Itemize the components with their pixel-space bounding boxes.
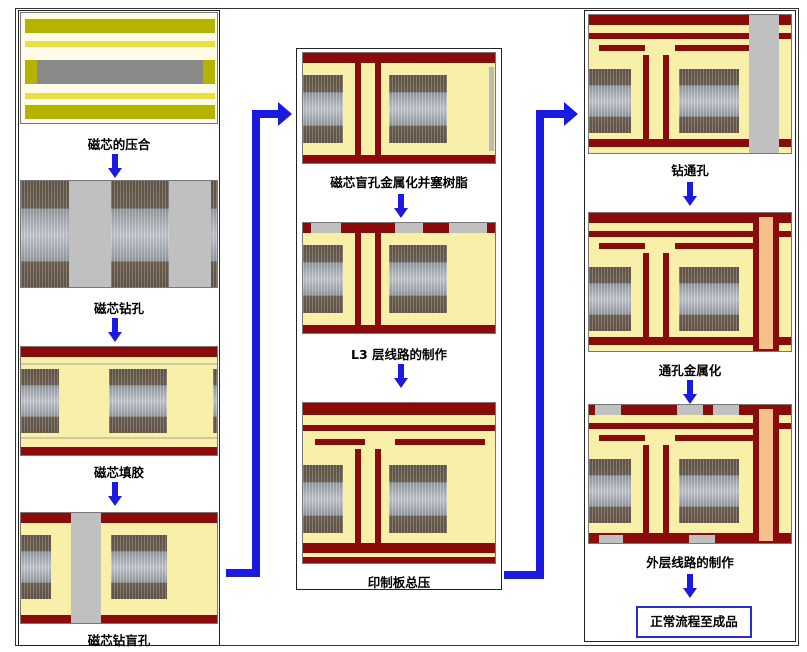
arrow-down-icon	[108, 154, 122, 178]
arrow-down-icon	[683, 574, 697, 598]
step-label-core-resin-fill: 磁芯填胶	[93, 465, 144, 480]
arrow-down-icon	[108, 318, 122, 342]
step-label-core-blind-drilling: 磁芯钻盲孔	[87, 633, 151, 648]
panel-final-lamination	[302, 402, 496, 564]
arrow-down-icon	[683, 380, 697, 404]
step-label-through-hole-plating: 通孔金属化	[658, 363, 722, 378]
panel-l3-circuit	[302, 222, 496, 334]
panel-blind-via-plating	[302, 52, 496, 164]
arrow-down-icon	[394, 364, 408, 388]
diagram-border	[15, 8, 799, 646]
arrow-down-icon	[394, 194, 408, 218]
connector-arrow-icon	[226, 102, 292, 577]
panel-core-resin-fill	[20, 346, 218, 456]
step-label-blind-via-plating: 磁芯盲孔金属化并塞树脂	[330, 175, 468, 190]
step-label-core-lamination: 磁芯的压合	[87, 137, 151, 152]
panel-through-hole-drilling	[588, 14, 792, 154]
panel-core-blind-drilling	[20, 512, 218, 624]
panel-through-hole-plating	[588, 212, 792, 352]
arrow-down-icon	[108, 482, 122, 506]
panel-outer-layer-circuit	[588, 404, 792, 544]
step-label-final-lamination: 印制板总压	[367, 575, 431, 590]
final-step-label: 正常流程至成品	[650, 614, 738, 629]
arrow-down-icon	[683, 182, 697, 206]
step-label-core-drilling: 磁芯钻孔	[93, 301, 144, 316]
panel-core-drilling	[20, 180, 218, 288]
step-label-outer-layer-circuit: 外层线路的制作	[646, 555, 734, 570]
connector-arrow-icon	[504, 102, 578, 579]
step-label-l3-circuit: L3 层线路的制作	[350, 347, 447, 362]
step-label-through-hole-drilling: 钻通孔	[671, 163, 709, 178]
final-step-box: 正常流程至成品	[636, 606, 752, 638]
panel-core-lamination	[20, 12, 218, 124]
